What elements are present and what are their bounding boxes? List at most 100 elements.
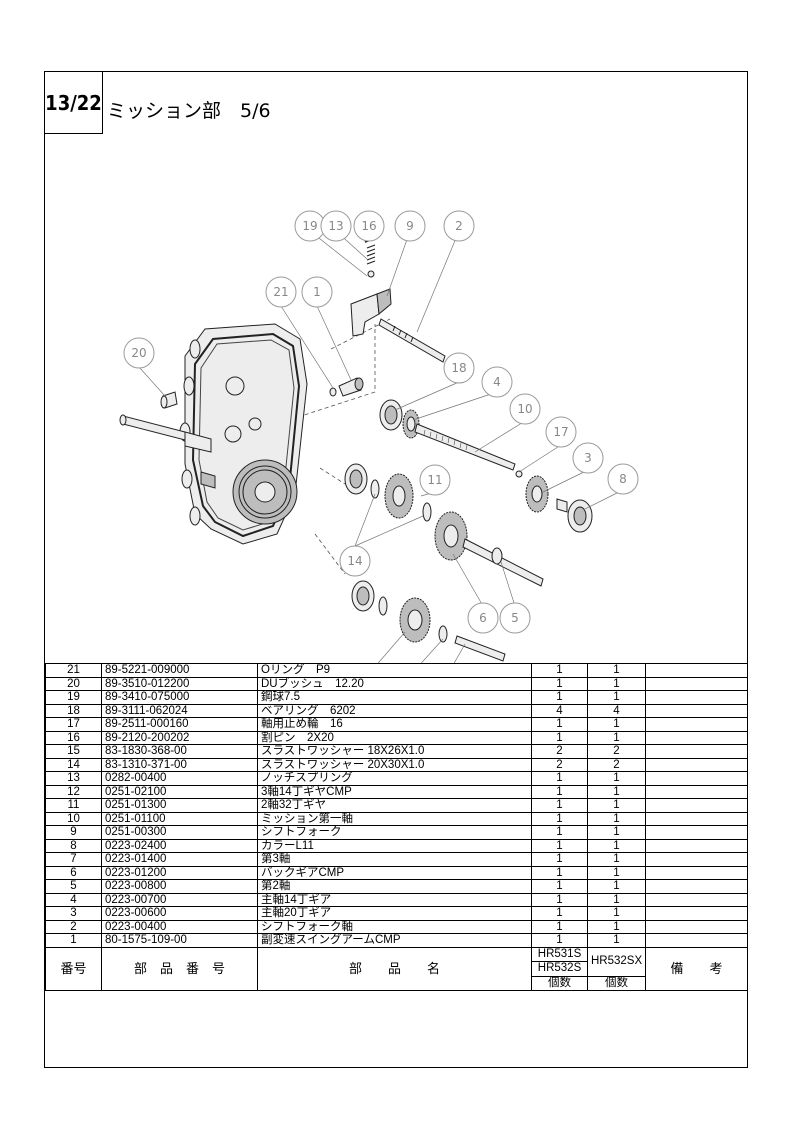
row-name: 3軸14丁ギヤCMP <box>257 784 532 799</box>
row-name: 主軸20丁ギア <box>257 906 532 921</box>
row-part-no: 0282-00400 <box>101 771 258 786</box>
callout-circle <box>481 366 513 398</box>
row-no: 3 <box>45 906 102 921</box>
callout-label: 20 <box>131 346 146 360</box>
callout-bubble: 8 <box>607 463 639 495</box>
callout-circle <box>509 393 541 425</box>
row-part-no: 0223-00700 <box>101 892 258 907</box>
callout-circle <box>265 276 297 308</box>
callout-bubble: 10 <box>509 393 541 425</box>
row-part-no: 89-2511-000160 <box>101 717 258 732</box>
row-part-no: 0223-00400 <box>101 919 258 934</box>
row-qty-b: 1 <box>587 838 646 853</box>
row-qty-a: 1 <box>531 892 588 907</box>
row-qty-b: 1 <box>587 784 646 799</box>
callout-circle <box>499 602 531 634</box>
row-qty-a: 1 <box>531 825 588 840</box>
shift-fork-shaft <box>378 318 446 363</box>
row-name: カラーL11 <box>257 838 532 853</box>
row-no: 11 <box>45 798 102 813</box>
row-remarks <box>645 730 748 745</box>
row-name: DUブッシュ 12.20 <box>257 676 532 691</box>
row-name: Oリング P9 <box>257 663 532 678</box>
callout-bubble: 19 <box>294 210 326 242</box>
callout-bubble: 13 <box>320 210 352 242</box>
callout-bubble: 6 <box>467 602 499 634</box>
callout-label: 4 <box>493 375 501 389</box>
callout-bubble: 16 <box>353 210 385 242</box>
row-no: 19 <box>45 690 102 705</box>
row-qty-a: 1 <box>531 676 588 691</box>
row-remarks <box>645 865 748 880</box>
row-remarks <box>645 690 748 705</box>
callout-circle <box>394 210 426 242</box>
swing-arm <box>329 377 364 397</box>
callout-circle <box>123 337 155 369</box>
sheet-header: 13/22 ミッション部 5/6 <box>45 72 747 134</box>
row-no: 2 <box>45 919 102 934</box>
row-part-no: 83-1830-368-00 <box>101 744 258 759</box>
third-shaft-group <box>351 580 506 662</box>
row-no: 13 <box>45 771 102 786</box>
row-name: 副変速スイングアームCMP <box>257 933 532 948</box>
callout-label: 13 <box>328 219 343 233</box>
callout-circle <box>353 210 385 242</box>
page-number: 13/22 <box>45 72 103 134</box>
exploded-diagram: 191316922112018410173811146512157 <box>45 134 747 721</box>
parts-sheet: 13/22 ミッション部 5/6 <box>44 71 748 1068</box>
row-no: 16 <box>45 730 102 745</box>
row-qty-a: 1 <box>531 811 588 826</box>
row-part-no: 0223-01400 <box>101 852 258 867</box>
row-no: 15 <box>45 744 102 759</box>
row-no: 18 <box>45 703 102 718</box>
row-part-no: 0223-00600 <box>101 906 258 921</box>
row-no: 6 <box>45 865 102 880</box>
row-part-no: 89-3510-012200 <box>101 676 258 691</box>
row-no: 5 <box>45 879 102 894</box>
row-no: 8 <box>45 838 102 853</box>
row-part-no: 0223-00800 <box>101 879 258 894</box>
du-bushing <box>160 391 178 409</box>
row-part-no: 0223-02400 <box>101 838 258 853</box>
row-name: 第2軸 <box>257 879 532 894</box>
row-name: ベアリング 6202 <box>257 703 532 718</box>
row-remarks <box>645 879 748 894</box>
main-shaft <box>414 423 523 478</box>
row-remarks <box>645 703 748 718</box>
row-qty-b: 1 <box>587 771 646 786</box>
callout-label: 10 <box>517 402 532 416</box>
row-remarks <box>645 717 748 732</box>
row-part-no: 0251-02100 <box>101 784 258 799</box>
col-model-b: HR532SX <box>587 946 646 977</box>
row-qty-a: 1 <box>531 784 588 799</box>
row-remarks <box>645 811 748 826</box>
row-part-no: 89-5221-009000 <box>101 663 258 678</box>
row-qty-a: 1 <box>531 663 588 678</box>
row-no: 1 <box>45 933 102 948</box>
col-qty-a: 個数 <box>531 975 588 991</box>
callout-bubble: 4 <box>481 366 513 398</box>
row-qty-b: 1 <box>587 892 646 907</box>
row-name: シフトフォーク軸 <box>257 919 532 934</box>
callout-label: 21 <box>273 285 288 299</box>
row-name: シフトフォーク <box>257 825 532 840</box>
callout-bubble: 5 <box>499 602 531 634</box>
callout-label: 17 <box>553 425 568 439</box>
callout-label: 9 <box>406 219 414 233</box>
row-qty-b: 1 <box>587 865 646 880</box>
callout-label: 8 <box>619 472 627 486</box>
row-name: ミッション第一軸 <box>257 811 532 826</box>
row-qty-b: 4 <box>587 703 646 718</box>
callout-label: 2 <box>455 219 463 233</box>
callout-bubble: 17 <box>545 416 577 448</box>
row-qty-b: 1 <box>587 825 646 840</box>
